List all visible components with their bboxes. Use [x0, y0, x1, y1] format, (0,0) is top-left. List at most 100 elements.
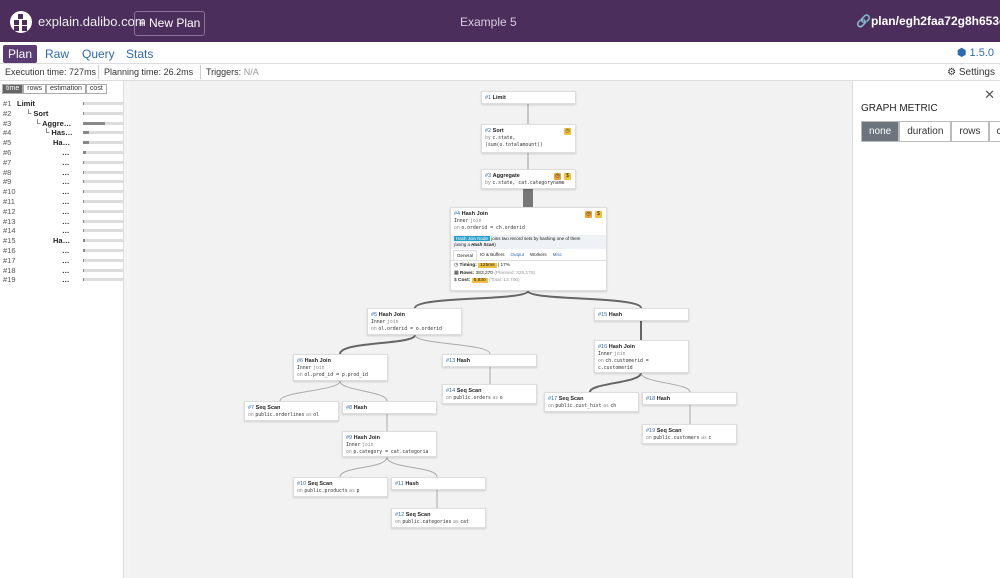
node-seq-scan[interactable]: #10 Seq Scan on public.products as p	[293, 477, 388, 497]
sidebar-node-number: #10	[3, 187, 16, 197]
node-seq-scan[interactable]: #19 Seq Scan on public.customers as c	[642, 424, 737, 444]
sidebar-node-row[interactable]: #9…	[3, 177, 123, 187]
node-hash-join[interactable]: #6 Hash Join Inner join on ol.prod_id = …	[293, 354, 388, 381]
sidebar-time-bar	[83, 121, 123, 125]
subtab-general[interactable]: General	[453, 250, 478, 260]
sidebar-time-bar	[83, 200, 123, 203]
planning-time: Planning time: 26.2ms	[104, 67, 194, 77]
tab-raw[interactable]: Raw	[45, 47, 70, 61]
tab-query[interactable]: Query	[82, 47, 115, 61]
brand-link[interactable]: explain.dalibo.com	[38, 14, 146, 29]
node-sort[interactable]: #2 Sort ◷ by c.state, (sum(o.totalamount…	[481, 124, 576, 153]
sidebar-node-row[interactable]: #7 …	[3, 158, 123, 168]
sidebar-time-bar	[83, 131, 123, 135]
node-seq-scan[interactable]: #7 Seq Scan on public.orderlines as ol	[244, 401, 339, 421]
permalink[interactable]: 🔗plan/egh2faa72g8h653c	[856, 14, 1000, 28]
close-icon[interactable]: ✕	[984, 87, 995, 102]
sidebar-metric-tabs: time rows estimation cost	[2, 84, 107, 94]
node-hash[interactable]: #8 Hash	[342, 401, 437, 414]
metric-tab-estimation[interactable]: estimation	[46, 84, 86, 94]
metric-tab-time[interactable]: time	[2, 84, 24, 94]
sidebar-node-row[interactable]: #3└ Aggre…	[3, 119, 123, 129]
sidebar-time-bar	[83, 219, 123, 223]
graph-metric-buttons: none duration rows cost	[861, 121, 1000, 142]
sidebar-node-number: #7	[3, 157, 12, 167]
metric-rows-button[interactable]: rows	[951, 121, 989, 142]
sidebar-node-row[interactable]: #14…	[3, 226, 123, 236]
node-hash[interactable]: #15 Hash	[594, 308, 689, 321]
dollar-icon: $	[595, 211, 602, 218]
node-seq-scan[interactable]: #17 Seq Scan on public.cust_hist as ch	[544, 392, 639, 412]
sidebar-node-name: …	[62, 157, 70, 167]
metric-none-button[interactable]: none	[861, 121, 900, 142]
plan-edges	[279, 103, 691, 508]
sidebar-node-number: #6	[3, 148, 12, 157]
sidebar-node-row[interactable]: #6…	[3, 148, 123, 158]
subtab-workers[interactable]: Workers	[529, 252, 547, 257]
gear-icon: ⚙	[947, 67, 959, 78]
sidebar-node-number: #11	[3, 197, 15, 206]
sidebar-node-name: └ Aggre…	[35, 118, 72, 128]
sidebar-node-row[interactable]: #16…	[3, 246, 123, 256]
edge	[386, 456, 438, 478]
sidebar-node-number: #8	[3, 167, 12, 177]
node-hash-join[interactable]: #16 Hash Join Inner join on ch.customeri…	[594, 340, 689, 373]
settings-button[interactable]: ⚙ Settings	[947, 67, 995, 78]
sidebar-node-row[interactable]: #8…	[3, 168, 123, 178]
node-hash[interactable]: #11 Hash	[391, 477, 486, 490]
sidebar-node-row[interactable]: #13…	[3, 217, 123, 227]
dalibo-logo-icon[interactable]	[10, 11, 32, 33]
tab-plan[interactable]: Plan	[3, 45, 38, 63]
new-plan-button[interactable]: + New Plan	[134, 11, 205, 36]
sidebar-time-bar	[83, 190, 123, 194]
node-hash[interactable]: #13 Hash	[442, 354, 537, 367]
sidebar-node-row[interactable]: #4└ Has…	[3, 128, 123, 138]
subtab-misc[interactable]: Misc	[552, 252, 562, 257]
sidebar-node-row[interactable]: #12…	[3, 207, 123, 217]
node-aggregate[interactable]: #3 Aggregate ◷ $ by c.state, cat.categor…	[481, 169, 576, 189]
sidebar-time-bar-fill	[83, 121, 105, 125]
link-icon: 🔗	[856, 14, 871, 28]
sidebar-time-bar-fill	[83, 151, 87, 154]
node-description: Hash Join Node joins two record sets by …	[451, 235, 606, 249]
sidebar-node-name: Ha…	[53, 236, 71, 246]
version-link[interactable]: ⬢ 1.5.0	[956, 47, 994, 59]
stats-divider	[200, 65, 201, 79]
metric-tab-cost[interactable]: cost	[85, 84, 107, 94]
subtab-io-buffers[interactable]: IO & Buffers	[480, 252, 505, 257]
node-hash-join[interactable]: #5 Hash Join Inner join on ol.orderid = …	[367, 308, 462, 335]
subtab-output[interactable]: Output	[510, 252, 524, 257]
sidebar-node-name: …	[62, 216, 70, 226]
sidebar-node-row[interactable]: #17…	[3, 256, 123, 266]
cost-row: $ Cost: 5,830 (Total: 13,700)	[454, 278, 520, 283]
pev-logo-icon: ⬢	[956, 47, 970, 59]
node-hash-join-expanded[interactable]: #4 Hash Join ◷ $ Inner join on o.orderid…	[450, 207, 607, 291]
sidebar-time-bar	[83, 229, 123, 233]
metric-cost-button[interactable]: cost	[988, 121, 1000, 142]
sidebar-node-name: └ Sort	[26, 108, 49, 118]
edge	[339, 380, 388, 402]
metric-tab-rows[interactable]: rows	[23, 84, 47, 94]
sidebar-node-row[interactable]: #19…	[3, 275, 123, 285]
node-limit[interactable]: #1 Limit	[481, 91, 576, 104]
node-seq-scan[interactable]: #12 Seq Scan on public.categories as cat	[391, 508, 486, 528]
sidebar-node-name: └ Has…	[44, 128, 73, 138]
clock-icon: ◷	[564, 128, 571, 135]
node-hash[interactable]: #18 Hash	[642, 392, 737, 405]
sidebar-node-row[interactable]: #2└ Sort	[3, 109, 123, 119]
sidebar-node-row[interactable]: #11…	[3, 197, 123, 207]
sidebar-node-row[interactable]: #10…	[3, 187, 123, 197]
node-seq-scan[interactable]: #14 Seq Scan on public.orders as o	[442, 384, 537, 404]
node-hash-join[interactable]: #9 Hash Join Inner join on p.category = …	[342, 431, 437, 457]
sidebar-node-row[interactable]: #18…	[3, 266, 123, 276]
tab-stats[interactable]: Stats	[126, 47, 154, 61]
plan-graph-canvas[interactable]: #1 Limit #2 Sort ◷ by c.state, (sum(o.to…	[130, 81, 852, 578]
resize-handle[interactable]	[124, 81, 130, 578]
dollar-icon: $	[454, 278, 459, 283]
edge	[414, 290, 529, 309]
metric-duration-button[interactable]: duration	[899, 121, 952, 142]
